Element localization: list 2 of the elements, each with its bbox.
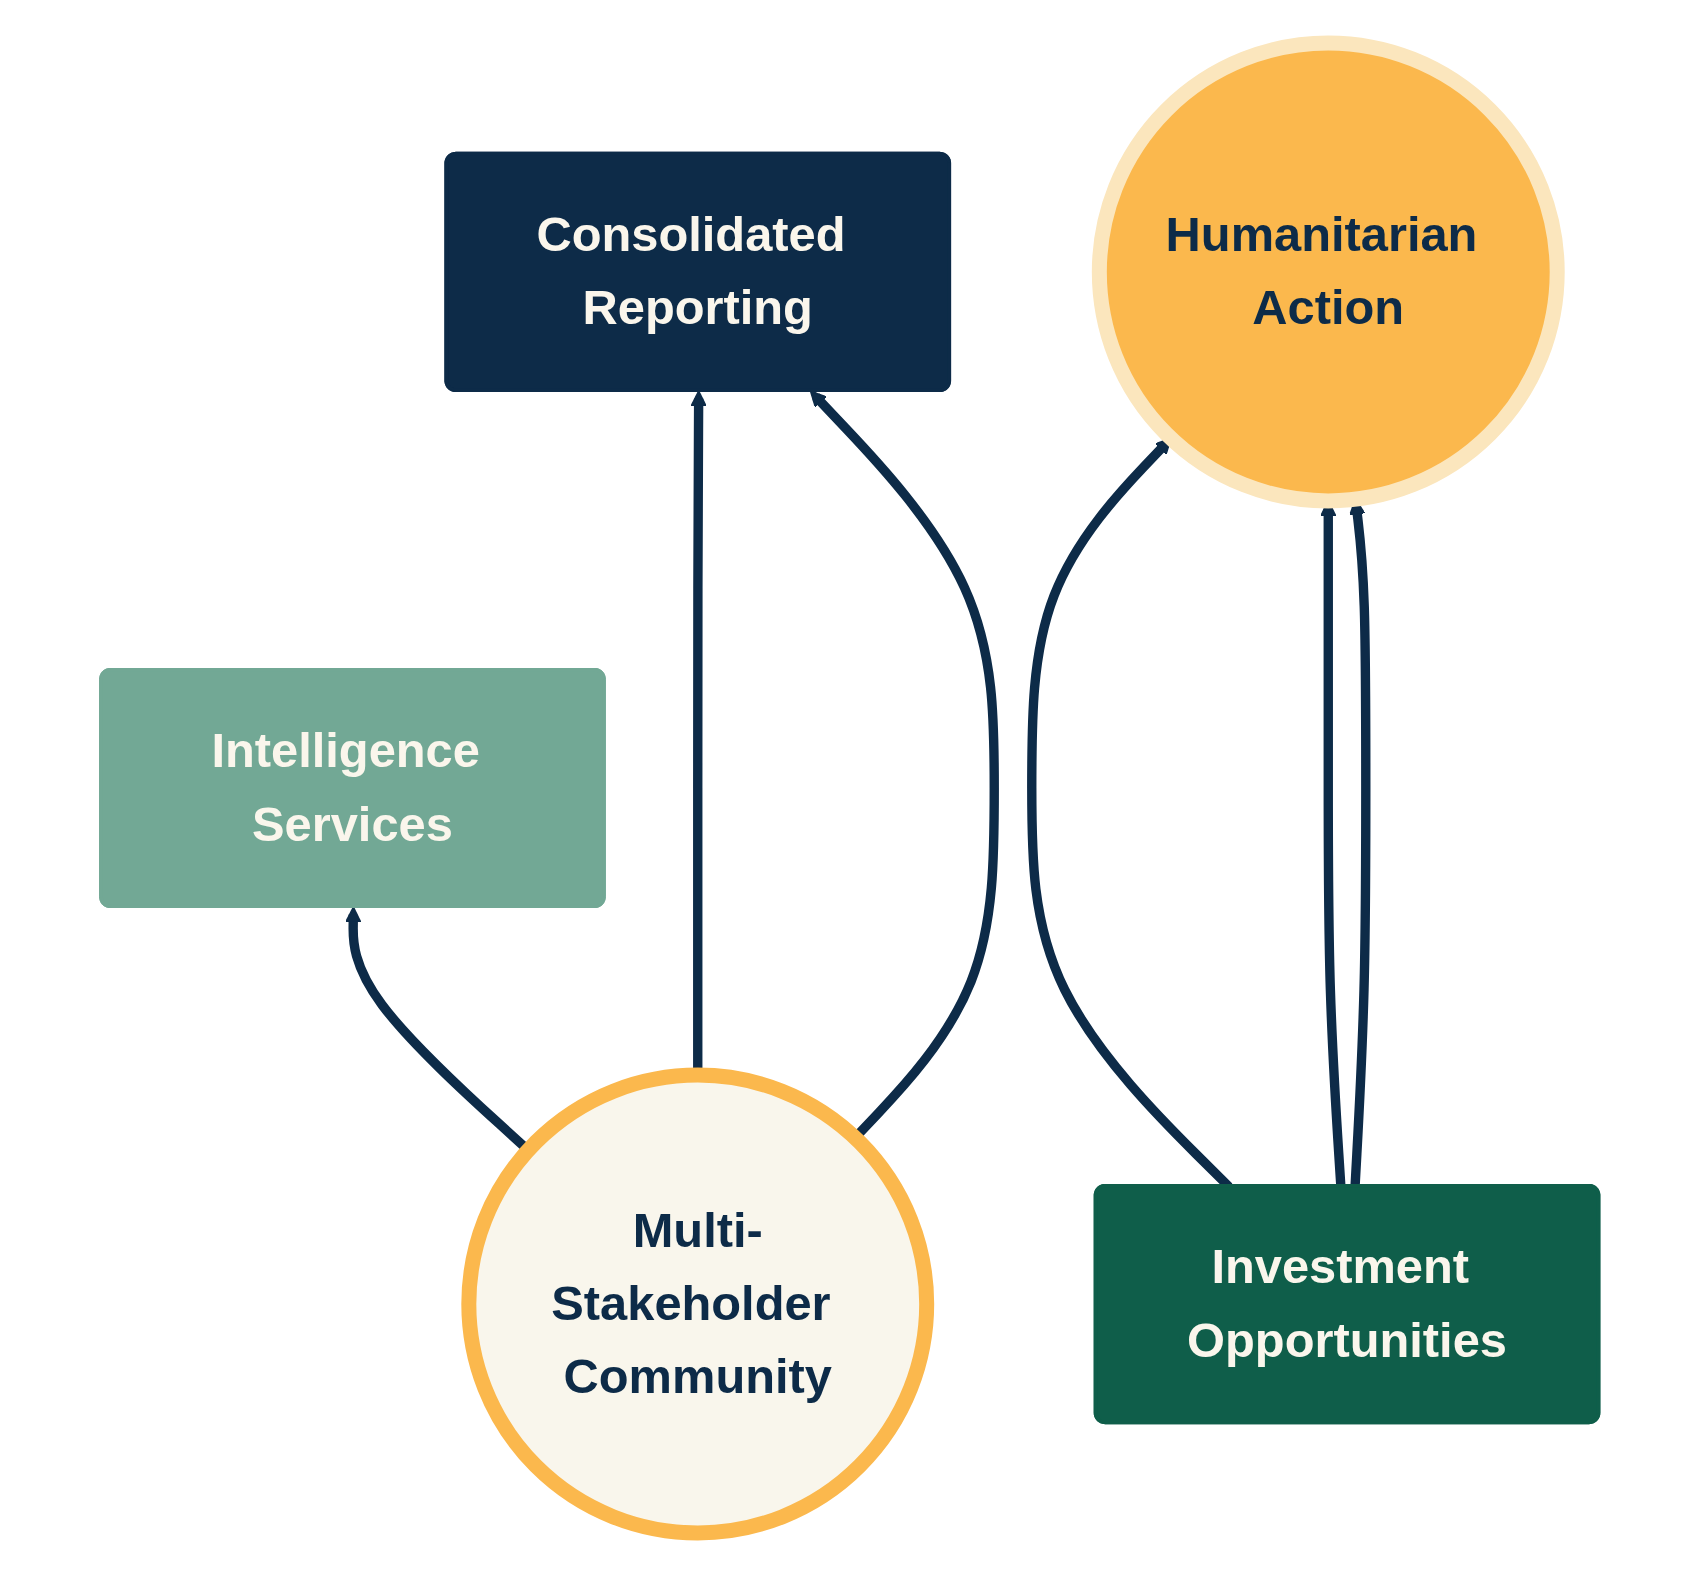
node-circle: Multi-Stakeholder Community — [461, 1067, 935, 1540]
node-circle: Humanitarian Action — [1092, 35, 1565, 508]
